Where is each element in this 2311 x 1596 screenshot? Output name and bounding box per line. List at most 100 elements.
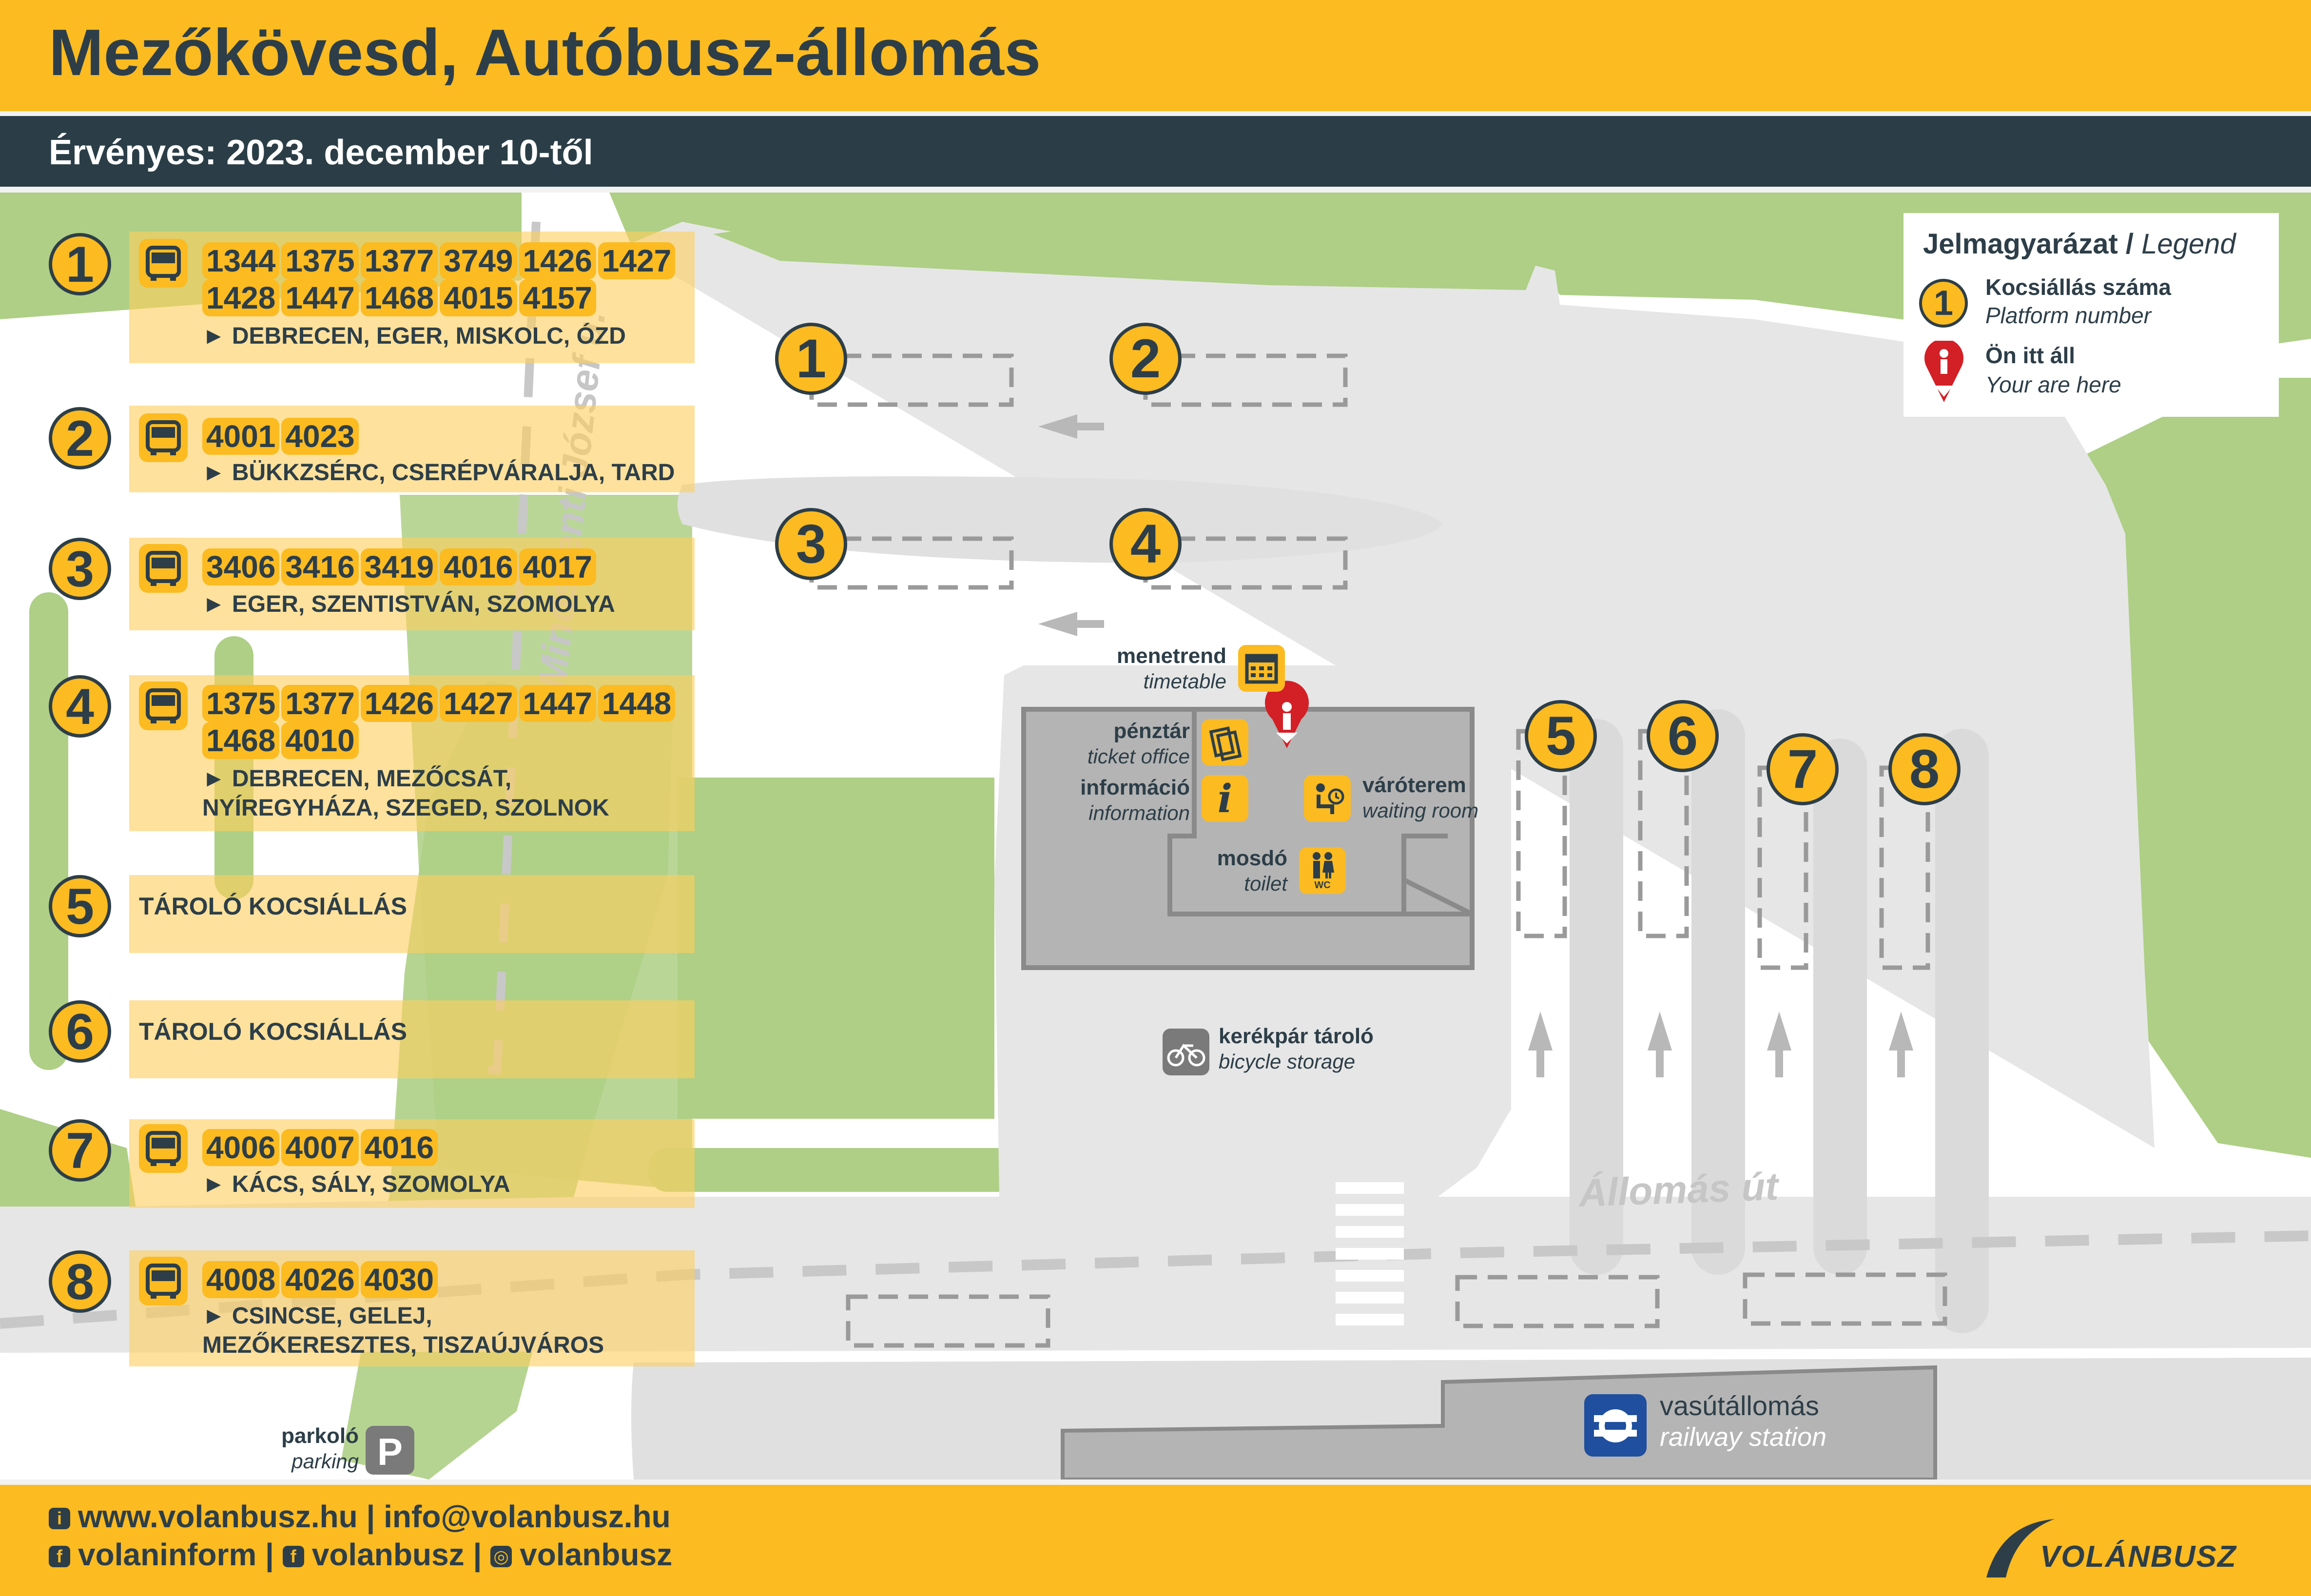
platform-panel-5 (129, 875, 695, 953)
platform-number-4: 4 (49, 675, 111, 738)
legend-here-en: Your are here (1985, 372, 2121, 397)
platform-2-destinations: ► BÜKKZSÉRC, CSERÉPVÁRALJA, TARD (202, 460, 675, 486)
line-badge: 4010 (281, 722, 359, 759)
line-badge: 3419 (360, 548, 438, 585)
map-platform-2: 2 (1109, 323, 1182, 395)
direction-arrows (1038, 414, 1913, 1077)
line-badge: 4026 (281, 1261, 359, 1298)
line-badge: 1426 (519, 242, 596, 279)
line-badge: 1426 (360, 685, 438, 722)
map-platform-7: 7 (1767, 733, 1839, 805)
line-badge: 1447 (281, 279, 359, 316)
line-badge: 3406 (202, 548, 280, 585)
map-platform-3: 3 (775, 508, 847, 580)
line-badge: 1427 (440, 685, 517, 722)
line-badge: 1377 (281, 685, 359, 722)
line-badge: 4016 (360, 1129, 438, 1166)
map-platform-8: 8 (1888, 733, 1961, 805)
line-badge: 4157 (519, 279, 596, 316)
line-badge: 4007 (281, 1129, 359, 1166)
facebook-link-volaninform[interactable]: volaninform (78, 1537, 257, 1572)
validity-text: Érvényes: 2023. december 10-től (49, 133, 593, 172)
mav-logo-icon (1584, 1394, 1647, 1457)
platform-8-destinations: ► CSINCSE, GELEJ, MEZŐKERESZTES, TISZAÚJ… (202, 1303, 604, 1358)
platform-1-destinations: ► DEBRECEN, EGER, MISKOLC, ÓZD (202, 323, 626, 349)
line-badge: 4023 (281, 418, 359, 455)
map-platform-4: 4 (1109, 508, 1182, 580)
legend-title: Jelmagyarázat / Legend (1923, 228, 2236, 260)
map-platform-5: 5 (1525, 700, 1597, 772)
line-badge: 1428 (202, 279, 280, 316)
bus-icon (139, 239, 188, 288)
legend-platform-hu: Kocsiállás száma (1985, 274, 2172, 300)
line-badge: 1447 (519, 685, 596, 722)
platform-panel-6 (129, 1000, 695, 1078)
pedestrian-crossing (1336, 1182, 1404, 1325)
facebook-icon: f (282, 1546, 304, 1567)
platform-7-destinations: ► KÁCS, SÁLY, SZOMOLYA (202, 1171, 510, 1197)
bus-icon (139, 413, 188, 462)
platform-number-8: 8 (49, 1250, 111, 1313)
bus-icon (139, 1124, 188, 1173)
line-badge: 3749 (440, 242, 517, 279)
line-badge: 4001 (202, 418, 280, 455)
line-badge: 1375 (281, 242, 359, 279)
line-badge: 1427 (598, 242, 676, 279)
platform-3-destinations: ► EGER, SZENTISTVÁN, SZOMOLYA (202, 591, 615, 617)
email-link[interactable]: info@volanbusz.hu (384, 1499, 671, 1534)
wc-badge: WC (1314, 880, 1331, 891)
page-title: Mezőkövesd, Autóbusz-állomás (49, 16, 1041, 89)
platform-number-7: 7 (49, 1119, 111, 1182)
line-badge: 1375 (202, 685, 280, 722)
waiting-seat-icon (1304, 775, 1351, 822)
instagram-link-volanbusz[interactable]: volanbusz (520, 1537, 673, 1572)
line-badge: 4017 (519, 548, 596, 585)
legend-platform-en: Platform number (1985, 303, 2152, 328)
platform-number-2: 2 (49, 407, 111, 469)
line-badge: 4006 (202, 1129, 280, 1166)
platform-4-destinations: ► DEBRECEN, MEZŐCSÁT, NYÍREGYHÁZA, SZEGE… (202, 766, 609, 821)
website-link[interactable]: www.volanbusz.hu (78, 1499, 358, 1534)
legend-platform-sample: 1 (1919, 279, 1968, 328)
map-legend: Jelmagyarázat / Legend 1 Kocsiállás szám… (1903, 213, 2279, 417)
platform-number-6: 6 (49, 1000, 111, 1063)
facebook-link-volanbusz[interactable]: volanbusz (311, 1537, 465, 1572)
instagram-icon: ◎ (490, 1546, 512, 1567)
bus-icon (139, 544, 188, 593)
bicycle-icon (1163, 1029, 1209, 1075)
line-badge: 1468 (360, 279, 438, 316)
info-icon: i (49, 1508, 70, 1529)
ticket-icon (1202, 719, 1248, 766)
volanbusz-logo-swoosh (1986, 1519, 2055, 1577)
map-platform-1: 1 (775, 323, 847, 395)
line-badge: 4008 (202, 1261, 280, 1298)
platform-5-storage: TÁROLÓ KOCSIÁLLÁS (139, 893, 407, 920)
line-badge: 4016 (440, 548, 517, 585)
line-badge: 1468 (202, 722, 280, 759)
bus-bays (809, 353, 1947, 1348)
wc-icon: WC (1299, 847, 1346, 894)
railway-building (1061, 1365, 1937, 1479)
bus-icon (139, 1257, 188, 1305)
legend-here-hu: Ön itt áll (1985, 343, 2075, 368)
info-icon: i (1202, 775, 1248, 822)
line-badge: 4015 (440, 279, 517, 316)
volanbusz-logo-text: VOLÁNBUSZ (2040, 1540, 2237, 1574)
platform-number-3: 3 (49, 538, 111, 600)
parking-icon: P (366, 1426, 414, 1475)
